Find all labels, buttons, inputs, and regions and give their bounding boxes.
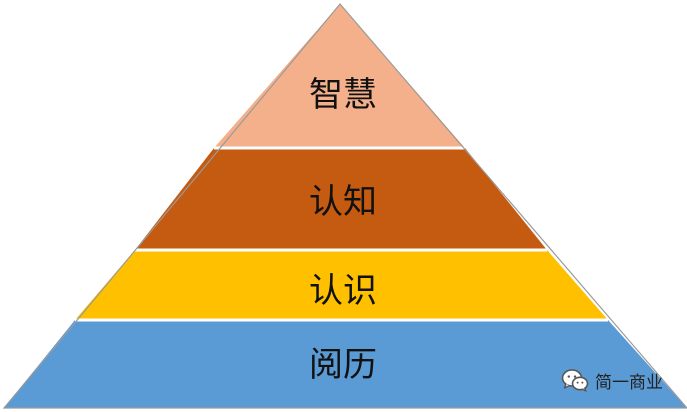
layer-label-cognition: 认知 [309, 182, 377, 222]
layer-understanding [75, 250, 608, 320]
layer-label-experience: 阅历 [309, 345, 377, 385]
pyramid-outline [2, 3, 687, 409]
layer-label-wisdom: 智慧 [309, 75, 377, 115]
layer-label-understanding: 认识 [309, 271, 377, 311]
watermark-text: 简一商业 [595, 372, 663, 393]
watermark: 简一商业 [561, 367, 663, 393]
layer-cognition [135, 148, 547, 250]
wechat-icon [561, 369, 589, 392]
layer-experience [4, 320, 687, 408]
layer-wisdom [214, 4, 465, 148]
